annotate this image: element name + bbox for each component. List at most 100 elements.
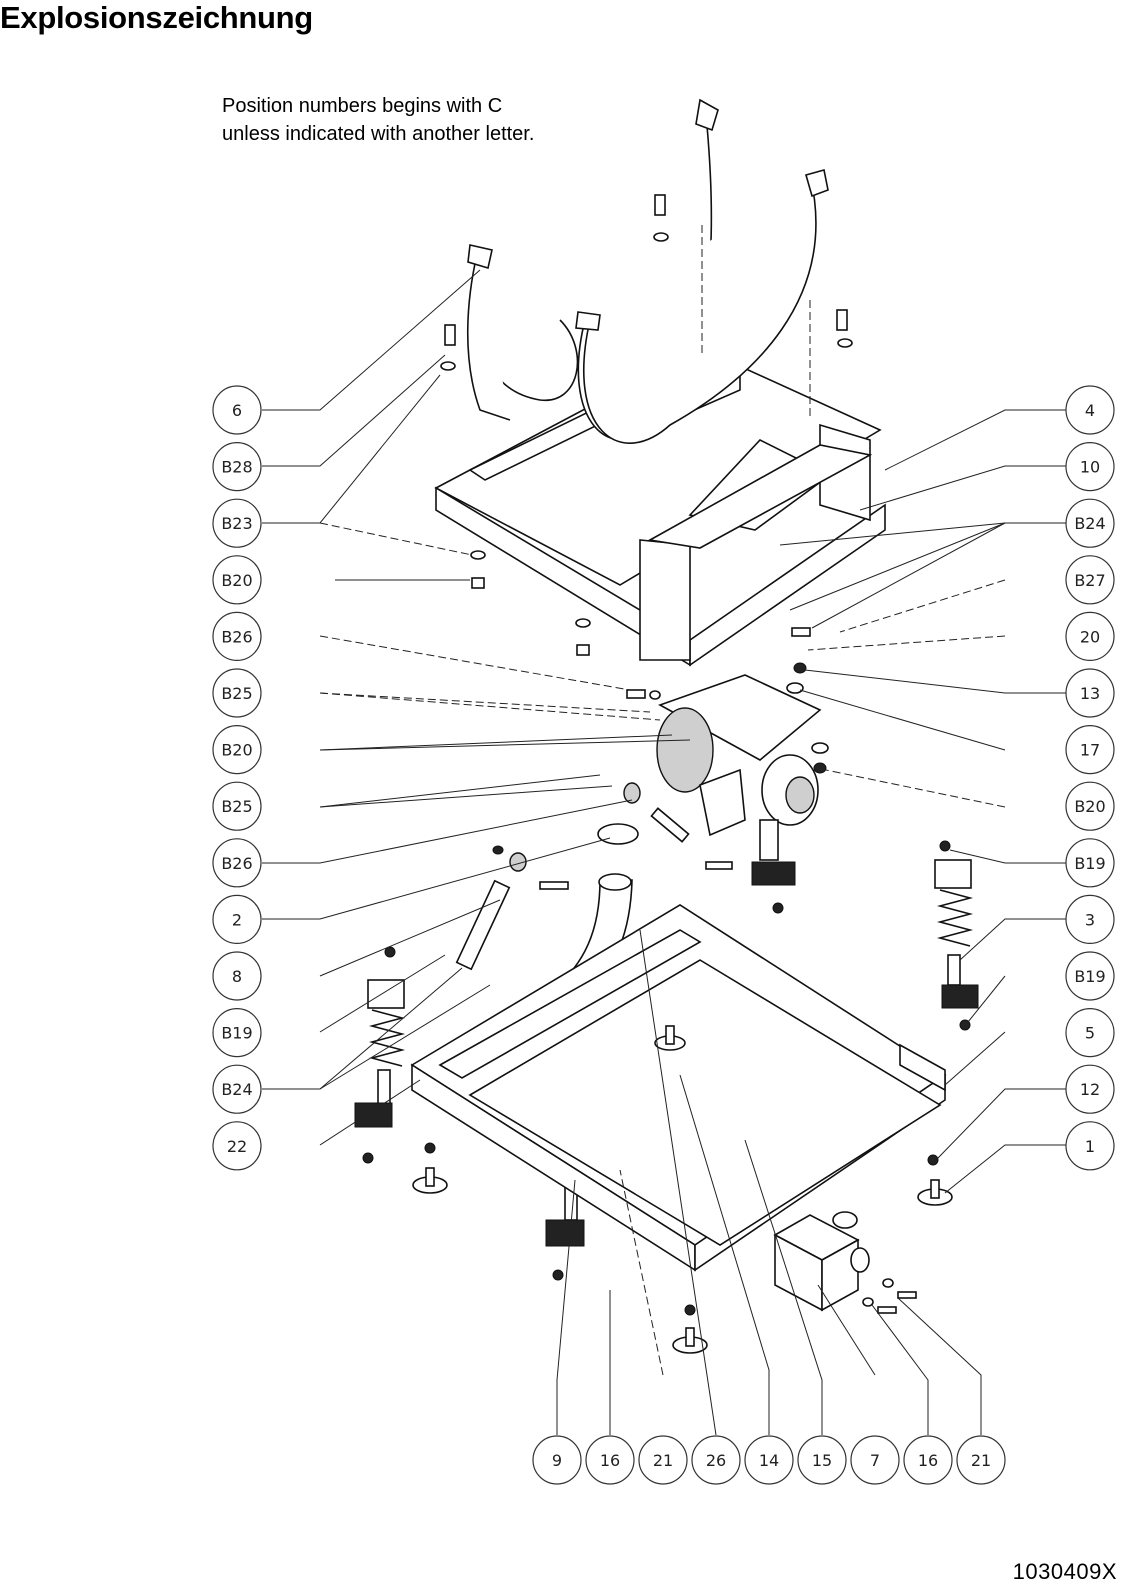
document-number: 1030409X	[1012, 1559, 1117, 1584]
callout-circle	[212, 838, 262, 888]
callout-circle	[1065, 611, 1115, 662]
callout-label: 21	[653, 1451, 673, 1470]
callout-label: 16	[918, 1451, 938, 1470]
callout-label: 21	[971, 1451, 991, 1470]
callout-label: 8	[232, 967, 242, 986]
callout-circle	[1065, 838, 1115, 888]
callout-label: 3	[1085, 910, 1095, 929]
callout-left-b26: B26	[212, 838, 262, 888]
callout-right-b20: B20	[1065, 781, 1115, 831]
callout-label: 26	[706, 1451, 726, 1470]
callout-left-6: 6	[212, 385, 262, 435]
callout-label: B19	[221, 1024, 252, 1043]
callout-circle	[1065, 781, 1115, 831]
callout-circle	[212, 1064, 262, 1114]
callout-left-b24: B24	[212, 1064, 262, 1114]
upper-frame	[434, 98, 886, 667]
callout-label: 16	[600, 1451, 620, 1470]
callout-label: B19	[1074, 854, 1105, 873]
callout-label: 13	[1080, 684, 1100, 703]
note-line-1: Position numbers begins with C	[222, 95, 503, 117]
callout-label: B20	[221, 741, 252, 760]
callout-bottom-15: 15	[797, 1435, 847, 1485]
callout-label: 6	[232, 401, 242, 420]
callout-label: B27	[1074, 571, 1105, 590]
callout-circle	[744, 1435, 794, 1485]
callout-label: B23	[221, 514, 252, 533]
callout-label: B26	[221, 627, 252, 646]
callout-label: 12	[1080, 1080, 1100, 1099]
callout-label: B24	[1074, 514, 1105, 533]
callout-circle	[1065, 442, 1115, 492]
callout-left-b28: B28	[212, 442, 262, 492]
callout-right-1: 1	[1065, 1121, 1115, 1171]
callout-label: 7	[870, 1451, 880, 1470]
callout-bottom-16: 16	[585, 1435, 635, 1485]
callout-right-5: 5	[1065, 1007, 1115, 1058]
callout-label: 5	[1085, 1024, 1095, 1043]
callout-bottom-16: 16	[903, 1435, 953, 1485]
callout-label: 4	[1085, 401, 1095, 420]
callout-right-b19: B19	[1065, 951, 1115, 1001]
callout-circle	[212, 555, 262, 605]
callout-circle	[212, 385, 262, 435]
note-line-2: unless indicated with another letter.	[222, 123, 535, 145]
callout-label: B20	[221, 571, 252, 590]
page-title: Explosionszeichnung	[0, 0, 313, 35]
leader-lines	[262, 269, 1066, 1436]
callout-circle	[212, 894, 262, 945]
callout-circle	[1065, 724, 1115, 775]
callout-label: 17	[1080, 741, 1100, 760]
callout-left-b26: B26	[212, 611, 262, 662]
callout-right-4: 4	[1065, 385, 1115, 435]
callout-label: 20	[1080, 627, 1100, 646]
callout-left-22: 22	[212, 1121, 262, 1171]
callout-label: 2	[232, 910, 242, 929]
callout-left-2: 2	[212, 894, 262, 945]
callout-left-b19: B19	[212, 1007, 262, 1058]
callout-right-17: 17	[1065, 724, 1115, 775]
callout-label: B19	[1074, 967, 1105, 986]
callout-circle	[212, 1007, 262, 1058]
callout-circle	[532, 1435, 582, 1485]
callout-bottom-14: 14	[744, 1435, 794, 1485]
callout-label: B28	[221, 458, 252, 477]
callout-circle	[691, 1435, 741, 1485]
callout-bottom-9: 9	[532, 1435, 582, 1485]
callout-left-b20: B20	[212, 724, 262, 775]
callout-right-12: 12	[1065, 1064, 1115, 1114]
callout-circle	[212, 1121, 262, 1171]
callout-right-b27: B27	[1065, 555, 1115, 605]
callout-circle	[1065, 385, 1115, 435]
callout-bottom-21: 21	[956, 1435, 1006, 1485]
callout-circle	[956, 1435, 1006, 1485]
callout-right-3: 3	[1065, 894, 1115, 945]
callout-circle	[850, 1435, 900, 1485]
callout-label: 1	[1085, 1137, 1095, 1156]
callout-right-b24: B24	[1065, 498, 1115, 548]
callout-circle	[1065, 555, 1115, 605]
callout-label: 22	[227, 1137, 247, 1156]
callout-left-b25: B25	[212, 781, 262, 831]
callout-circle	[212, 668, 262, 718]
callout-bottom-7: 7	[850, 1435, 900, 1485]
callout-right-b19: B19	[1065, 838, 1115, 888]
callout-circle	[585, 1435, 635, 1485]
motor-unit	[623, 627, 829, 914]
callouts-bottom: 9 16 21 26 14 15 7 16 21	[532, 1435, 1006, 1485]
callout-circle	[212, 498, 262, 548]
callout-circle	[1065, 498, 1115, 548]
callout-label: B25	[221, 797, 252, 816]
callout-label: B24	[221, 1080, 252, 1099]
callout-bottom-26: 26	[691, 1435, 741, 1485]
callout-circle	[903, 1435, 953, 1485]
callout-label: 10	[1080, 458, 1100, 477]
callout-circle	[1065, 1007, 1115, 1058]
callout-label: 15	[812, 1451, 832, 1470]
callout-circle	[212, 951, 262, 1001]
callout-right-10: 10	[1065, 442, 1115, 492]
lower-frame	[410, 904, 953, 1354]
callout-left-b23: B23	[212, 498, 262, 548]
